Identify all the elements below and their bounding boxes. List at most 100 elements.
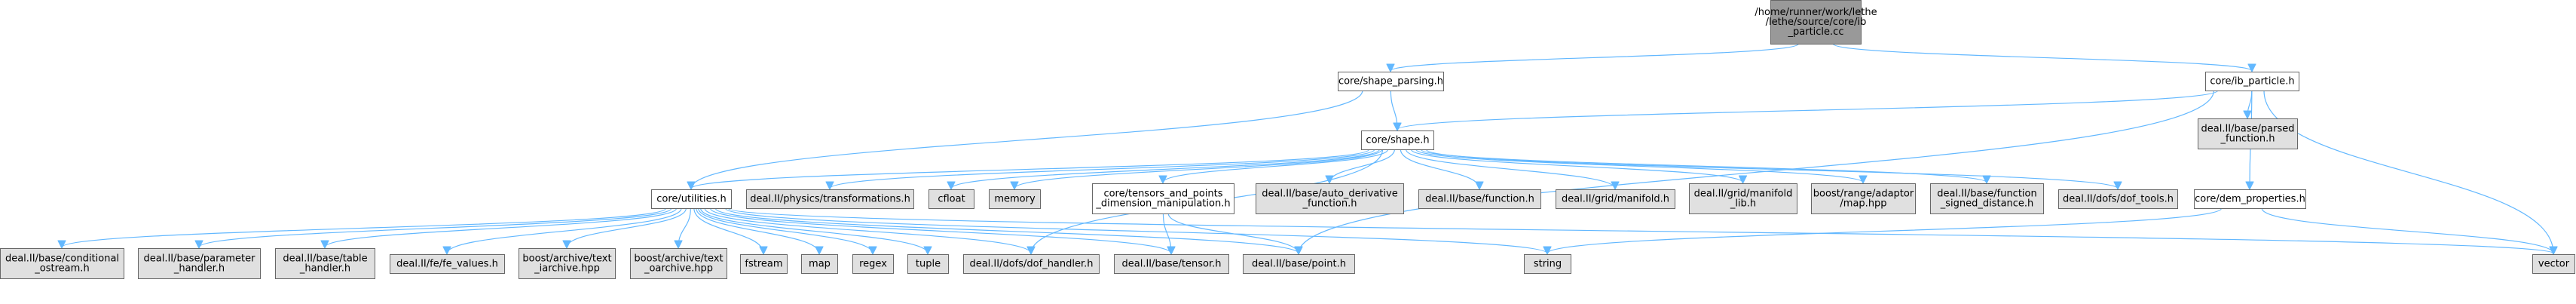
file-node-string: string <box>1524 254 1571 274</box>
node-box <box>740 254 788 274</box>
node-box <box>2194 189 2306 209</box>
file-node-cfloat: cfloat <box>929 189 974 209</box>
node-box <box>2205 72 2299 91</box>
file-node-root[interactable]: /home/runner/work/lethe/lethe/source/cor… <box>1755 0 1877 45</box>
node-label: core/tensors_and_points <box>1103 189 1222 200</box>
node-label: fstream <box>745 259 782 270</box>
node-label: core/dem_properties.h <box>2195 194 2305 205</box>
node-box <box>651 189 732 209</box>
file-node-signed-distance: deal.II/base/function_signed_distance.h <box>1930 183 2044 214</box>
file-node-text-oarchive: boost/archive/text_oarchive.hpp <box>630 248 727 279</box>
node-box <box>989 189 1041 209</box>
node-label: boost/archive/text <box>522 253 611 265</box>
node-box <box>1689 183 1797 214</box>
node-label: _dimension_manipulation.h <box>1095 198 1230 210</box>
node-box <box>1361 131 1434 150</box>
file-node-dof-tools: deal.II/dofs/dof_tools.h <box>2058 189 2178 209</box>
file-node-function: deal.II/base/function.h <box>1418 189 1541 209</box>
node-label: deal.II/base/auto_derivative <box>1262 189 1397 200</box>
file-node-point: deal.II/base/point.h <box>1243 254 1355 274</box>
edge-shape-to-auto-derivative <box>1329 149 1395 183</box>
node-box <box>1770 0 1862 45</box>
node-label: boost/range/adaptor <box>1813 189 1914 200</box>
node-box <box>746 189 914 209</box>
node-label: _handler.h <box>173 263 225 275</box>
node-box <box>963 254 1100 274</box>
file-node-param-handler: deal.II/base/parameter_handler.h <box>138 248 261 279</box>
node-label: tuple <box>916 259 941 270</box>
node-label: /lethe/source/core/ib <box>1766 17 1867 28</box>
node-box <box>2198 118 2298 149</box>
node-box <box>1930 183 2044 214</box>
edge-shape-to-utilities <box>691 149 1370 189</box>
node-box <box>1092 183 1234 214</box>
node-label: _function.h <box>2220 134 2275 145</box>
file-node-ib-particle[interactable]: core/ib_particle.h <box>2205 72 2299 91</box>
file-nodes: /home/runner/work/lethe/lethe/source/cor… <box>0 0 2575 279</box>
node-label: core/shape_parsing.h <box>1338 76 1443 88</box>
node-box <box>1418 189 1541 209</box>
node-label: /home/runner/work/lethe <box>1755 7 1877 18</box>
node-box <box>390 254 505 274</box>
node-label: boost/archive/text <box>634 253 723 265</box>
edge-shape-parsing-to-shape <box>1390 90 1397 130</box>
node-box <box>2532 254 2575 274</box>
node-box <box>801 254 838 274</box>
node-box <box>519 248 616 279</box>
edge-utilities-to-vector <box>727 207 2553 253</box>
file-node-fstream: fstream <box>740 254 788 274</box>
edge-utilities-to-map <box>696 207 819 253</box>
node-label: core/shape.h <box>1366 135 1429 146</box>
file-node-shape[interactable]: core/shape.h <box>1361 131 1434 150</box>
file-node-auto-derivative: deal.II/base/auto_derivative_function.h <box>1256 183 1404 214</box>
file-node-manifold: deal.II/grid/manifold.h <box>1556 189 1675 209</box>
node-label: deal.II/grid/manifold.h <box>1562 194 1669 205</box>
edge-dem-properties-to-string <box>1547 207 2223 253</box>
file-node-utilities[interactable]: core/utilities.h <box>651 189 732 209</box>
file-node-dem-properties[interactable]: core/dem_properties.h <box>2194 189 2306 209</box>
node-label: deal.II/base/parameter <box>143 253 255 265</box>
node-label: _lib.h <box>1730 198 1756 210</box>
node-label: memory <box>994 194 1036 205</box>
node-box <box>0 248 124 279</box>
edge-utilities-to-string <box>724 207 1547 253</box>
node-box <box>929 189 974 209</box>
edge-utilities-to-tuple <box>699 207 928 253</box>
node-label: deal.II/base/parsed <box>2201 124 2295 135</box>
edge-shape-to-dof-tools <box>1425 149 2118 189</box>
node-box <box>1811 183 1916 214</box>
file-node-dof-handler: deal.II/dofs/dof_handler.h <box>963 254 1100 274</box>
node-label: map <box>809 259 831 270</box>
edge-utilities-to-point <box>714 207 1299 253</box>
node-label: deal.II/base/point.h <box>1252 259 1346 270</box>
node-box <box>852 254 894 274</box>
file-node-regex: regex <box>852 254 894 274</box>
node-label: _oarchive.hpp <box>644 263 713 275</box>
node-label: deal.II/dofs/dof_tools.h <box>2063 194 2174 205</box>
file-node-manifold-lib: deal.II/grid/manifold_lib.h <box>1689 183 1797 214</box>
edge-shape-to-transformations <box>830 149 1375 189</box>
node-label: vector <box>2538 259 2570 270</box>
file-node-transformations: deal.II/physics/transformations.h <box>746 189 914 209</box>
file-node-shape-parsing[interactable]: core/shape_parsing.h <box>1338 72 1444 91</box>
edge-ib-particle-to-parsed-function <box>2247 90 2253 118</box>
edge-shape-to-memory <box>1014 149 1383 189</box>
node-box <box>1256 183 1404 214</box>
file-node-tensors[interactable]: core/tensors_and_points_dimension_manipu… <box>1092 183 1234 214</box>
edge-utilities-to-table-handler <box>325 207 678 247</box>
edge-ib-particle-to-point <box>1299 90 2214 253</box>
node-label: deal.II/grid/manifold <box>1694 189 1793 200</box>
node-label: deal.II/physics/transformations.h <box>750 194 910 205</box>
edge-utilities-to-dof-handler <box>704 207 1031 253</box>
node-box <box>907 254 949 274</box>
file-node-map: map <box>801 254 838 274</box>
dependency-edges <box>62 43 2553 253</box>
file-node-parsed-function: deal.II/base/parsed_function.h <box>2198 118 2298 149</box>
edge-shape-to-manifold-lib <box>1410 149 1742 183</box>
node-label: core/ib_particle.h <box>2210 76 2294 88</box>
edge-ib-particle-to-vector <box>2263 90 2553 253</box>
edge-utilities-to-fe-values <box>447 207 682 253</box>
edge-shape-to-signed-distance <box>1420 149 1987 183</box>
edge-shape-parsing-to-utilities <box>691 90 1363 189</box>
edge-shape-to-manifold <box>1405 149 1615 189</box>
